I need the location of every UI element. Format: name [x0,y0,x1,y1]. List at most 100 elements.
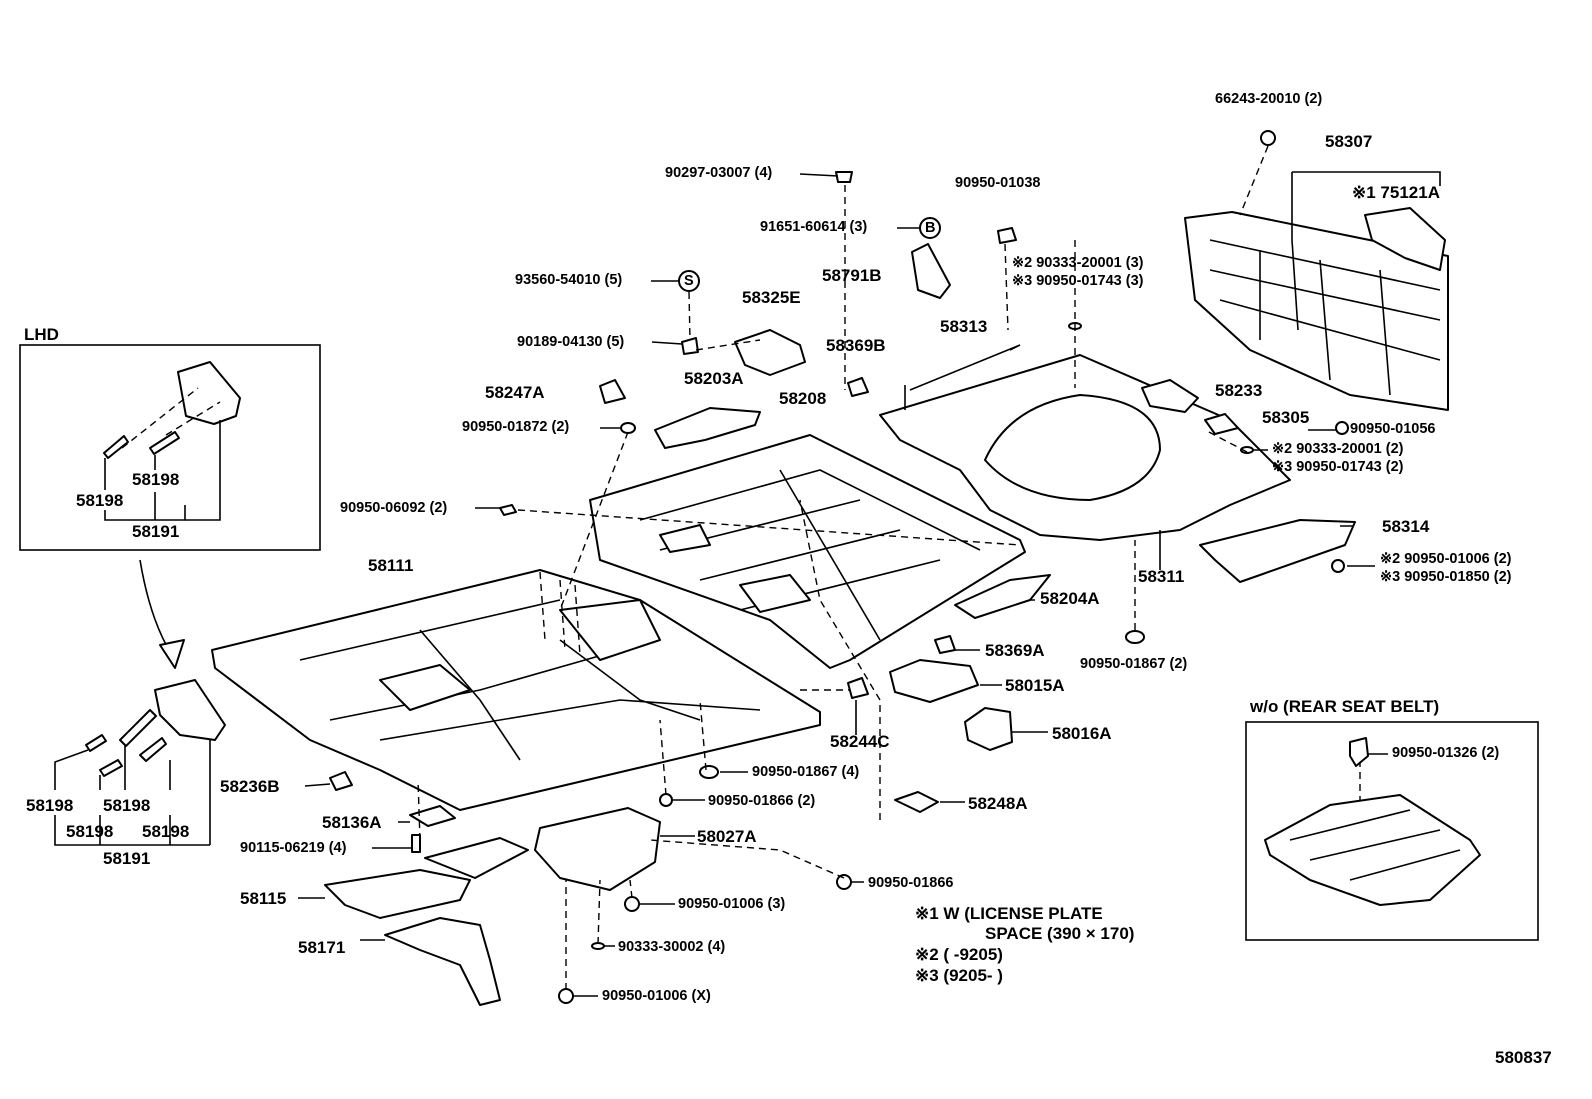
label-58136A: 58136A [322,813,382,832]
part-58233 [1141,379,1199,413]
lhd-label-58191: 58191 [132,522,180,541]
lhd-arrow-shaft [139,559,173,656]
rear-crossmember-58313 [904,344,1021,410]
note-1-cont: SPACE (390 × 170) [985,924,1135,943]
label-58325E: 58325E [742,288,801,307]
part-58369B [847,377,869,397]
label-58204A: 58204A [1040,589,1100,608]
marker-b: B [925,220,936,236]
rear-seat-floor-ribs [1289,809,1461,881]
lhd-bolts-4-5 [85,734,123,777]
bolt-90115 [411,834,421,853]
assembly-dashed-lines-2 [539,571,1361,815]
lhd-lower-58198-c: 58198 [66,822,114,841]
lhd-lower-leaders [54,740,211,846]
label-91651-60614: 91651-60614 (3) [760,219,868,235]
plug-90950-01006-c [558,988,574,1004]
plug-90950-01866-a [659,793,673,807]
label-58314: 58314 [1382,517,1430,536]
label-93560-54010: 93560-54010 (5) [515,272,623,288]
part-58204A [954,574,1051,619]
lhd-stud [119,709,157,747]
front-floor-pan [211,569,821,811]
label-90950-06092: 90950-06092 (2) [340,500,448,516]
label-58115: 58115 [240,889,287,908]
label-58247A: 58247A [485,383,545,402]
label-58016A: 58016A [1052,724,1112,743]
center-floor-ribs [639,469,981,641]
label-58111: 58111 [368,556,414,575]
lhd-bolt-2 [149,431,180,455]
part-58791B [911,243,951,299]
part-58015A [889,659,979,703]
note-3: ※3 (9205- ) [915,966,1003,985]
part-58136A [409,805,456,827]
clip-90189 [681,337,699,355]
assembly-dashed-lines [417,145,1269,990]
label-90950-01006-x: 90950-01006 (X) [602,988,711,1004]
figure-id: 580837 [1495,1048,1552,1067]
plug-66243 [1260,130,1276,146]
bolt-90297 [835,171,853,183]
label-90950-01872: 90950-01872 (2) [462,419,570,435]
spare-tire-well [984,394,1161,501]
label-90297-03007: 90297-03007 (4) [665,165,773,181]
lhd-lower-58198-a: 58198 [26,796,74,815]
label-s2-90950-01006-2: ※2 90950-01006 (2) [1380,551,1512,567]
plug-90950-01056 [1335,421,1349,435]
label-58244C: 58244C [830,732,890,751]
rear-panel [1184,211,1449,411]
plug-90950-01872 [620,422,636,434]
license-plate-bracket [1364,207,1446,271]
lhd-arrow-head [159,639,185,669]
label-s3-90950-01743-3: ※3 90950-01743 (3) [1012,273,1144,289]
label-58203A: 58203A [684,369,744,388]
label-s2-90333-20001-2: ※2 90333-20001 (2) [1272,441,1404,457]
part-58314 [1199,519,1356,583]
lhd-lower-58198-d: 58198 [142,822,190,841]
leader-lines [298,173,1388,997]
note-2: ※2 ( -9205) [915,945,1003,964]
lhd-dash-lines [121,387,221,449]
part-58325E [734,329,806,376]
label-90950-01326: 90950-01326 (2) [1392,745,1500,761]
label-90950-01867-4: 90950-01867 (4) [752,764,860,780]
label-90333-30002: 90333-30002 (4) [618,939,726,955]
label-90950-01038: 90950-01038 [955,175,1041,191]
label-90189-04130: 90189-04130 (5) [517,334,625,350]
plug-90950-06092 [499,504,517,516]
label-58791B: 58791B [822,266,882,285]
label-s2-90333-20001-3: ※2 90333-20001 (3) [1012,255,1144,271]
label-58248A: 58248A [968,794,1028,813]
part-58203A [654,407,761,449]
label-90950-01867-2: 90950-01867 (2) [1080,656,1188,672]
lhd-label-58198-a: 58198 [132,470,180,489]
rear-seat-inset-title: w/o (REAR SEAT BELT) [1250,697,1440,716]
label-58015A: 58015A [1005,676,1065,695]
part-58171 [384,917,501,1006]
part-58027A [534,807,661,891]
label-75121A: ※1 75121A [1352,183,1440,202]
part-58016A [964,707,1013,751]
label-58236B: 58236B [220,777,280,796]
label-58369A: 58369A [985,641,1045,660]
note-1: ※1 W (LICENSE PLATE [915,904,1103,923]
center-floor-holes [659,524,811,613]
lhd-inset-box [19,344,321,551]
plug-90950-01006-a [1331,559,1345,573]
lhd-leader-lines [104,455,186,521]
label-58233: 58233 [1215,381,1263,400]
label-66243-20010: 66243-20010 (2) [1215,91,1323,107]
lhd-lower-58198-b: 58198 [103,796,151,815]
part-58236B [329,771,353,791]
rear-panel-ribs [1209,239,1441,396]
center-floor-pan [589,434,1026,669]
rear-seat-plug [1349,737,1369,767]
part-58305 [1204,413,1239,435]
plug-90950-01038 [997,227,1017,244]
rear-panel-leader [1291,171,1441,331]
part-58247A [599,379,626,404]
lhd-lower-58191: 58191 [103,849,151,868]
